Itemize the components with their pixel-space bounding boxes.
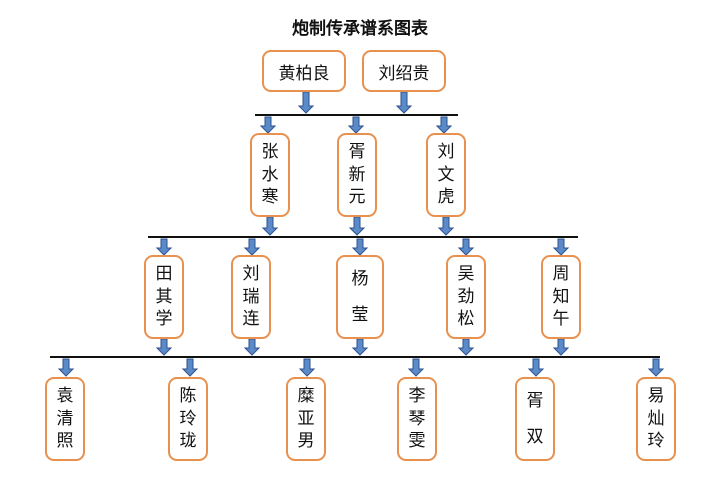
person-node: 吴劲松	[446, 255, 486, 339]
diagram-title: 炮制传承谱系图表	[292, 19, 428, 39]
down-arrow-icon	[347, 116, 365, 134]
down-arrow-icon	[437, 216, 455, 236]
person-node: 刘文虎	[426, 133, 466, 217]
down-arrow-icon	[155, 338, 173, 356]
down-arrow-icon	[351, 238, 369, 256]
person-node: 袁清照	[45, 377, 85, 461]
down-arrow-icon	[407, 358, 425, 377]
person-node: 刘绍贵	[362, 50, 446, 92]
down-arrow-icon	[527, 358, 545, 377]
down-arrow-icon	[155, 238, 173, 256]
down-arrow-icon	[435, 116, 453, 134]
person-node: 李琴雯	[397, 377, 437, 461]
person-node: 田其学	[144, 255, 184, 339]
down-arrow-icon	[457, 238, 475, 256]
down-arrow-icon	[57, 358, 75, 377]
person-node: 胥双	[515, 377, 555, 461]
person-node: 张水寒	[250, 133, 290, 217]
down-arrow-icon	[298, 358, 316, 377]
down-arrow-icon	[243, 238, 261, 256]
person-node: 黄柏良	[262, 50, 346, 92]
down-arrow-icon	[259, 116, 277, 134]
down-arrow-icon	[348, 216, 366, 236]
person-node: 周知午	[541, 255, 581, 339]
down-arrow-icon	[297, 91, 315, 114]
down-arrow-icon	[261, 216, 279, 236]
down-arrow-icon	[243, 338, 261, 356]
person-node: 陈玲珑	[168, 377, 208, 461]
person-node: 易灿玲	[636, 377, 676, 461]
down-arrow-icon	[552, 238, 570, 256]
person-node: 糜亚男	[286, 377, 326, 461]
person-node: 杨莹	[336, 255, 384, 339]
down-arrow-icon	[457, 338, 475, 356]
down-arrow-icon	[351, 338, 369, 356]
down-arrow-icon	[181, 358, 199, 377]
down-arrow-icon	[395, 91, 413, 114]
down-arrow-icon	[647, 358, 665, 377]
person-node: 胥新元	[337, 133, 377, 217]
down-arrow-icon	[552, 338, 570, 356]
person-node: 刘瑞连	[231, 255, 271, 339]
